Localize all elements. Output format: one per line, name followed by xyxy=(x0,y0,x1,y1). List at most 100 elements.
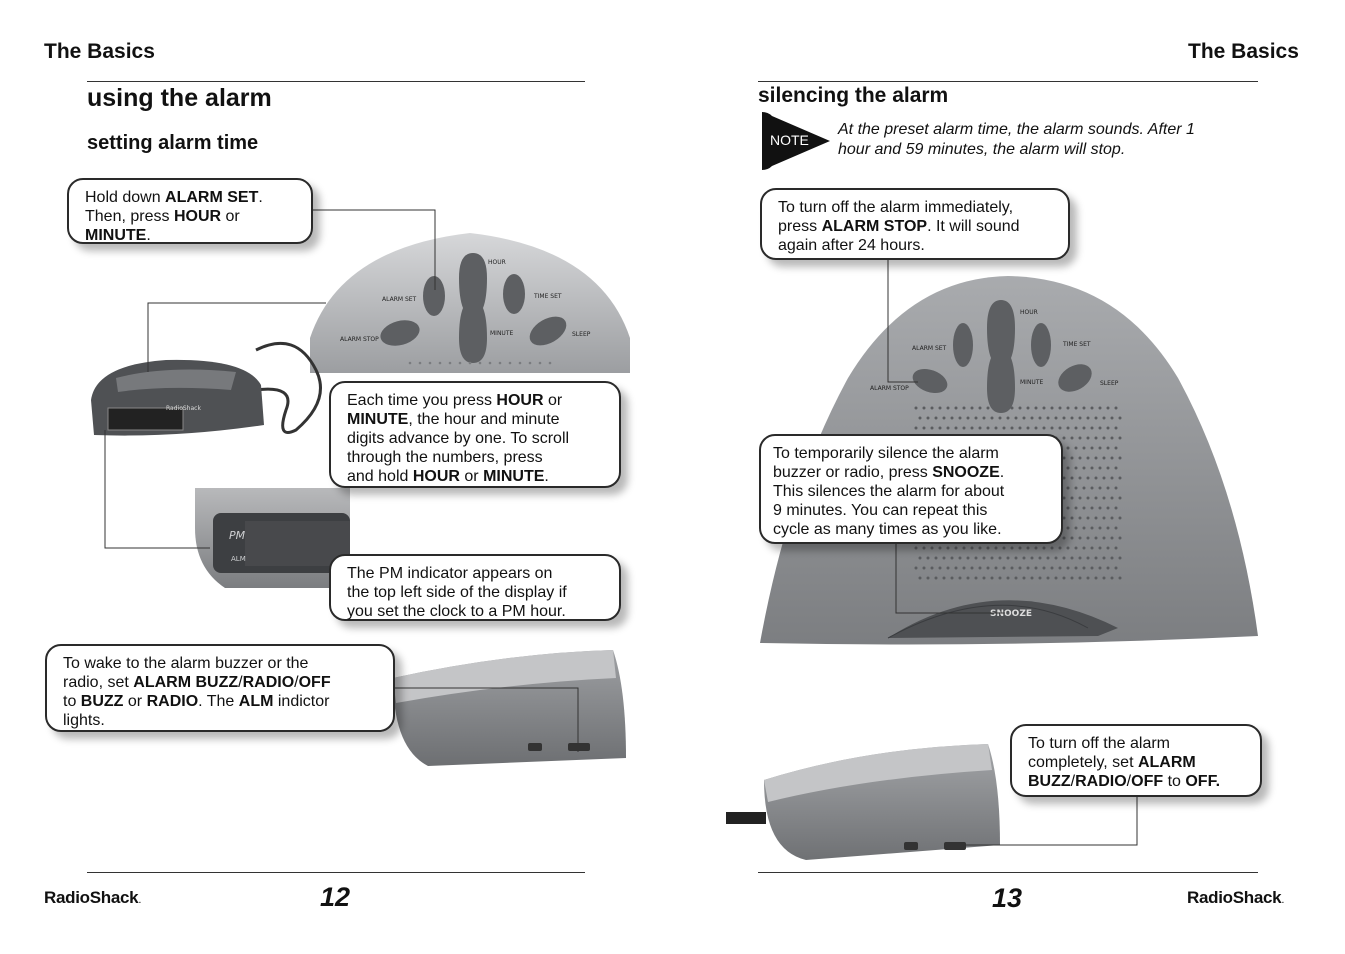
speaker-grille-dot xyxy=(1094,536,1098,540)
speaker-grille-dot xyxy=(1058,546,1062,550)
speaker-grille-dot xyxy=(1094,576,1098,580)
speaker-grille-dot xyxy=(1106,426,1110,430)
speaker-grille-dot xyxy=(950,556,954,560)
speaker-grille-dot xyxy=(1082,486,1086,490)
speaker-grille-dot xyxy=(1118,436,1122,440)
callout-alarm-stop: To turn off the alarm immediately, press… xyxy=(760,188,1070,260)
speaker-grille-dot xyxy=(994,546,998,550)
speaker-grille-dot xyxy=(1106,466,1110,470)
speaker-grille-dot xyxy=(1114,546,1118,550)
speaker-grille-dot xyxy=(1102,536,1106,540)
speaker-grille-dot xyxy=(1078,556,1082,560)
note-label: NOTE xyxy=(770,132,809,148)
speaker-grille-dot xyxy=(1086,556,1090,560)
alm-indicator-label: ALM xyxy=(231,555,246,563)
pm-indicator-label: PM xyxy=(229,529,246,542)
speaker-grille-dot xyxy=(938,406,942,410)
speaker-grille-dot xyxy=(1030,556,1034,560)
speaker-grille-dot xyxy=(962,426,966,430)
speaker-grille-dot xyxy=(1074,446,1078,450)
callout-wake-to-alarm: To wake to the alarm buzzer or the radio… xyxy=(45,644,395,732)
speaker-grille-dot xyxy=(1082,566,1086,570)
speaker-grille-dot xyxy=(1098,506,1102,510)
callout-press-hour-minute: Each time you press HOUR or MINUTE, the … xyxy=(329,381,621,488)
speaker-grille-dot xyxy=(958,576,962,580)
speaker-grille-dot xyxy=(1082,506,1086,510)
speaker-grille-dot xyxy=(1094,476,1098,480)
speaker-grille-dot xyxy=(1006,416,1010,420)
speaker-grille-dot xyxy=(1062,516,1066,520)
left-page-header: The Basics xyxy=(44,40,155,63)
speaker-grille-dot xyxy=(974,416,978,420)
speaker-grille-dot xyxy=(1102,436,1106,440)
clock-top-buttons-image: ALARM STOP ALARM SET HOUR MINUTE TIME SE… xyxy=(310,233,630,373)
speaker-grille-dot xyxy=(938,426,942,430)
speaker-grille-dot xyxy=(1070,576,1074,580)
speaker-grille-dot xyxy=(1042,546,1046,550)
speaker-grille-dot xyxy=(954,426,958,430)
speaker-grille-dot xyxy=(950,416,954,420)
speaker-grille-dot xyxy=(1070,556,1074,560)
speaker-grille-dot xyxy=(1078,476,1082,480)
speaker-grille-dot xyxy=(1110,476,1114,480)
speaker-grille-dot xyxy=(1074,566,1078,570)
speaker-grille-dot xyxy=(1010,546,1014,550)
front-label-alarm-stop: ALARM STOP xyxy=(870,385,909,392)
speaker-grille-dot xyxy=(1066,446,1070,450)
speaker-grille-dot xyxy=(998,556,1002,560)
speaker-grille-dot xyxy=(1058,566,1062,570)
speaker-grille-dot xyxy=(1018,546,1022,550)
label-alarm-stop: ALARM STOP xyxy=(340,336,379,343)
speaker-grille-dot xyxy=(1094,496,1098,500)
speaker-grille-dot xyxy=(970,426,974,430)
photo-brand-label: RadioShack xyxy=(166,405,201,412)
speaker-grille-dot xyxy=(1070,536,1074,540)
speaker-grille-dot xyxy=(946,406,950,410)
speaker-grille-dot xyxy=(1006,576,1010,580)
speaker-grille-dot xyxy=(1102,456,1106,460)
speaker-grille-dot xyxy=(1102,516,1106,520)
speaker-grille-dot xyxy=(1102,556,1106,560)
speaker-grille-dot xyxy=(1090,566,1094,570)
speaker-grille-dot xyxy=(1026,566,1030,570)
speaker-grille-dot xyxy=(1078,576,1082,580)
right-brand-logo: RadioShack. xyxy=(1187,888,1285,907)
left-page-title: using the alarm xyxy=(87,84,272,112)
speaker-grille-dot xyxy=(1062,476,1066,480)
speaker-grille-dot xyxy=(962,406,966,410)
speaker-grille-dot xyxy=(1094,556,1098,560)
speaker-grille-dot xyxy=(1050,546,1054,550)
speaker-grille-dot xyxy=(986,426,990,430)
speaker-grille-dot xyxy=(946,566,950,570)
speaker-grille-dot xyxy=(1098,566,1102,570)
speaker-grille-dot xyxy=(1050,406,1054,410)
speaker-grille-dot xyxy=(1002,566,1006,570)
right-page-header: The Basics xyxy=(1188,40,1299,63)
speaker-grille-dot xyxy=(986,566,990,570)
speaker-grille-dot xyxy=(1102,576,1106,580)
speaker-grille-dot xyxy=(1074,486,1078,490)
speaker-grille-dot xyxy=(1098,486,1102,490)
speaker-grille-dot xyxy=(1062,496,1066,500)
speaker-grille-dot xyxy=(966,416,970,420)
speaker-grille-dot xyxy=(1066,486,1070,490)
speaker-grille-dot xyxy=(1034,566,1038,570)
speaker-grille-dot xyxy=(998,416,1002,420)
speaker-grille-dot xyxy=(1042,426,1046,430)
front-label-time-set: TIME SET xyxy=(1062,341,1091,348)
speaker-grille-dot xyxy=(1086,456,1090,460)
speaker-grille-dot xyxy=(954,566,958,570)
speaker-grille-dot xyxy=(918,416,922,420)
speaker-grille-dot xyxy=(950,576,954,580)
speaker-grille-dot xyxy=(942,416,946,420)
speaker-grille-dot xyxy=(1038,576,1042,580)
speaker-grille-dot xyxy=(1070,496,1074,500)
speaker-grille-dot xyxy=(1042,566,1046,570)
speaker-grille-dot xyxy=(1014,576,1018,580)
speaker-grille-dot xyxy=(922,546,926,550)
speaker-grille-dot xyxy=(994,566,998,570)
speaker-grille-dot xyxy=(958,556,962,560)
speaker-grille-dot xyxy=(1062,456,1066,460)
speaker-grille-dot xyxy=(954,406,958,410)
speaker-grille-dot xyxy=(1114,506,1118,510)
